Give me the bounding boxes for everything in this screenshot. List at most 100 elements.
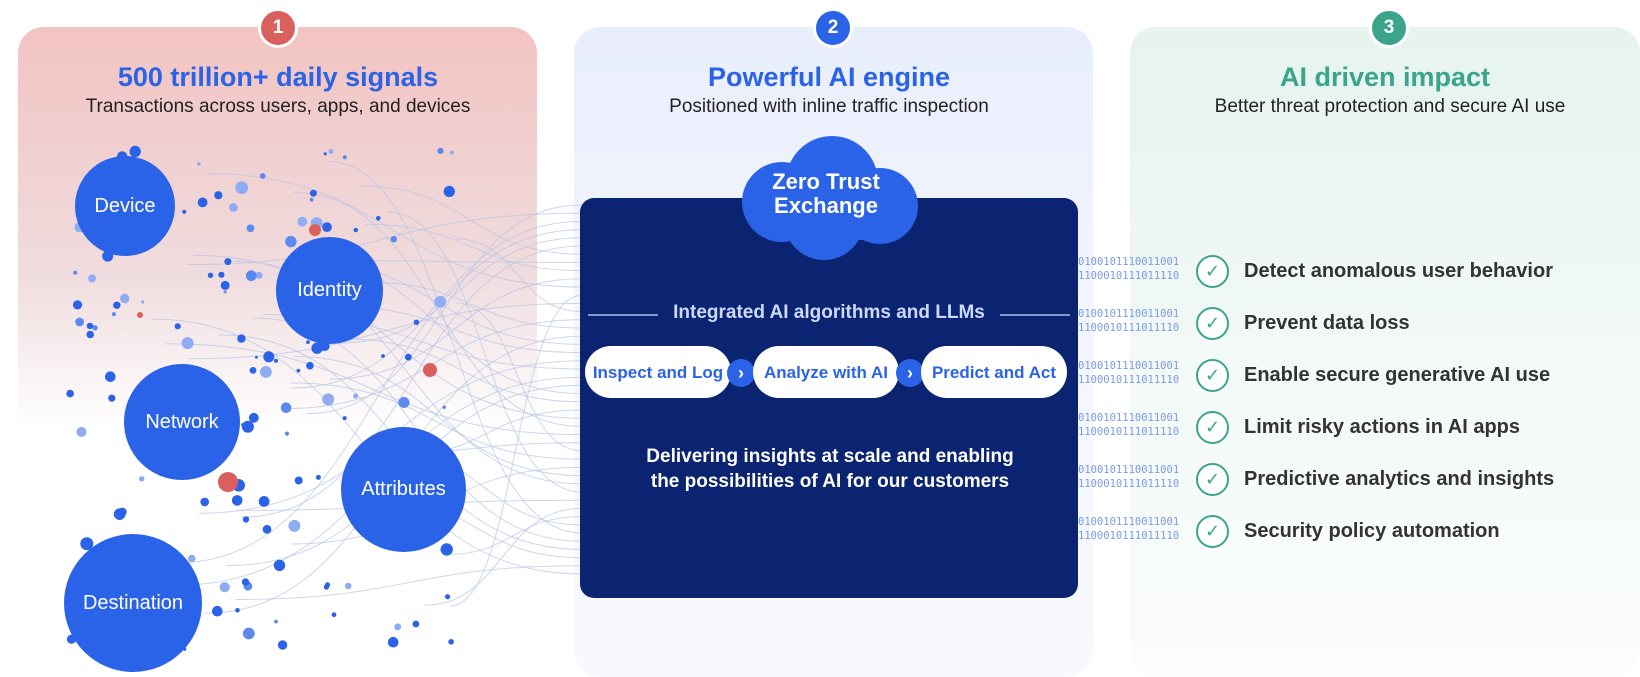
stage-analyze-with-ai: Analyze with AI bbox=[753, 346, 899, 398]
signal-dot bbox=[188, 554, 196, 563]
impact-item: ✓ Limit risky actions in AI apps bbox=[1196, 409, 1520, 445]
flow-line bbox=[327, 160, 583, 534]
signal-dot bbox=[111, 312, 116, 317]
signal-dot bbox=[92, 325, 98, 331]
signal-dot bbox=[248, 412, 259, 423]
signal-dot bbox=[390, 236, 397, 243]
signal-dot bbox=[86, 322, 94, 330]
flow-line bbox=[387, 211, 583, 493]
signal-dot bbox=[274, 619, 278, 624]
anomaly-dot bbox=[218, 472, 238, 492]
signal-node-destination: Destination bbox=[64, 534, 202, 672]
impact-subtitle: Better threat protection and secure AI u… bbox=[1214, 96, 1566, 117]
impact-label: Limit risky actions in AI apps bbox=[1244, 415, 1520, 438]
engine-title: Powerful AI engine bbox=[707, 62, 951, 92]
flow-line bbox=[338, 237, 583, 344]
signal-node-network: Network bbox=[124, 364, 240, 480]
signal-dot bbox=[322, 222, 332, 233]
signal-dot bbox=[353, 393, 359, 399]
signal-dot bbox=[197, 162, 201, 166]
signal-dot bbox=[129, 145, 141, 158]
signal-dot bbox=[86, 330, 94, 339]
signal-dot bbox=[66, 389, 74, 398]
flow-line bbox=[165, 343, 583, 436]
signal-dot bbox=[449, 150, 454, 155]
signal-dot bbox=[323, 152, 327, 156]
signal-dot bbox=[255, 271, 263, 279]
signal-dot bbox=[412, 620, 420, 628]
signal-dot bbox=[273, 559, 286, 572]
impact-item: ✓ Security policy automation bbox=[1196, 513, 1500, 549]
signal-dot bbox=[237, 334, 246, 343]
signal-dot bbox=[181, 337, 194, 350]
signal-dot bbox=[440, 543, 453, 556]
stage-predict-and-act: Predict and Act bbox=[921, 346, 1067, 398]
signal-dot bbox=[76, 426, 87, 437]
signal-dot bbox=[323, 584, 329, 590]
signal-node-attributes: Attributes bbox=[341, 427, 466, 552]
step-3-badge: 3 bbox=[1369, 8, 1409, 48]
chevron-right-icon: › bbox=[896, 359, 924, 387]
signal-dot bbox=[241, 423, 245, 427]
chevron-right-icon: › bbox=[727, 359, 755, 387]
signal-dot bbox=[434, 295, 447, 308]
signal-dot bbox=[294, 476, 303, 485]
signal-dot bbox=[245, 270, 257, 282]
signal-dot bbox=[288, 519, 301, 532]
flow-line bbox=[360, 185, 583, 255]
signal-dot bbox=[309, 189, 317, 197]
engine-description: Delivering insights at scale and enablin… bbox=[646, 446, 1014, 492]
signal-dot bbox=[322, 393, 335, 406]
signal-dot bbox=[443, 185, 455, 198]
signal-dot bbox=[309, 197, 314, 202]
anomaly-dot bbox=[423, 363, 437, 377]
binary-stream: 0100101110011001 1100010111011110 bbox=[1078, 516, 1180, 542]
engine-subtitle: Positioned with inline traffic inspectio… bbox=[669, 96, 989, 117]
step-1-badge: 1 bbox=[258, 8, 298, 48]
impact-title: AI driven impact bbox=[1279, 62, 1491, 92]
signal-dot bbox=[241, 578, 250, 586]
signal-dot bbox=[207, 272, 214, 278]
anomaly-dot bbox=[309, 224, 321, 236]
impact-label: Security policy automation bbox=[1244, 519, 1500, 542]
signal-dot bbox=[141, 300, 145, 304]
signal-dot bbox=[254, 355, 258, 359]
check-circle-icon: ✓ bbox=[1196, 254, 1229, 288]
signal-dot bbox=[75, 317, 84, 327]
impact-item: ✓ Detect anomalous user behavior bbox=[1196, 253, 1553, 289]
signal-dot bbox=[387, 636, 399, 648]
signal-dot bbox=[113, 301, 121, 309]
signal-dot bbox=[331, 612, 337, 618]
signal-dot bbox=[260, 366, 272, 378]
signal-dot bbox=[342, 416, 347, 421]
signal-dot bbox=[197, 197, 208, 208]
flow-line bbox=[446, 516, 583, 555]
signal-dot bbox=[297, 216, 308, 227]
anomaly-dot bbox=[137, 312, 143, 318]
impact-item: ✓ Prevent data loss bbox=[1196, 305, 1410, 341]
signal-dot bbox=[108, 394, 116, 402]
signal-dot bbox=[413, 319, 420, 325]
check-circle-icon: ✓ bbox=[1196, 514, 1229, 548]
signal-dot bbox=[280, 402, 292, 414]
cloud-icon bbox=[742, 136, 918, 260]
signal-dot bbox=[284, 431, 290, 436]
flow-line bbox=[450, 294, 583, 607]
signal-dot bbox=[342, 155, 347, 160]
signal-dot bbox=[306, 361, 314, 370]
impact-label: Predictive analytics and insights bbox=[1244, 467, 1555, 490]
signal-dot bbox=[277, 640, 288, 650]
signal-dot bbox=[437, 147, 444, 154]
algorithms-divider bbox=[588, 314, 1070, 316]
signal-dot bbox=[249, 367, 257, 374]
signal-dot bbox=[231, 495, 243, 506]
signal-dot bbox=[235, 608, 240, 613]
ai-engine-box bbox=[580, 198, 1078, 598]
flow-line bbox=[364, 281, 583, 329]
signal-dot bbox=[242, 516, 250, 523]
signal-dot bbox=[445, 594, 451, 600]
signal-dot bbox=[223, 290, 227, 294]
signals-subtitle: Transactions across users, apps, and dev… bbox=[85, 96, 471, 117]
check-circle-icon: ✓ bbox=[1196, 358, 1229, 392]
flow-line bbox=[175, 229, 583, 564]
